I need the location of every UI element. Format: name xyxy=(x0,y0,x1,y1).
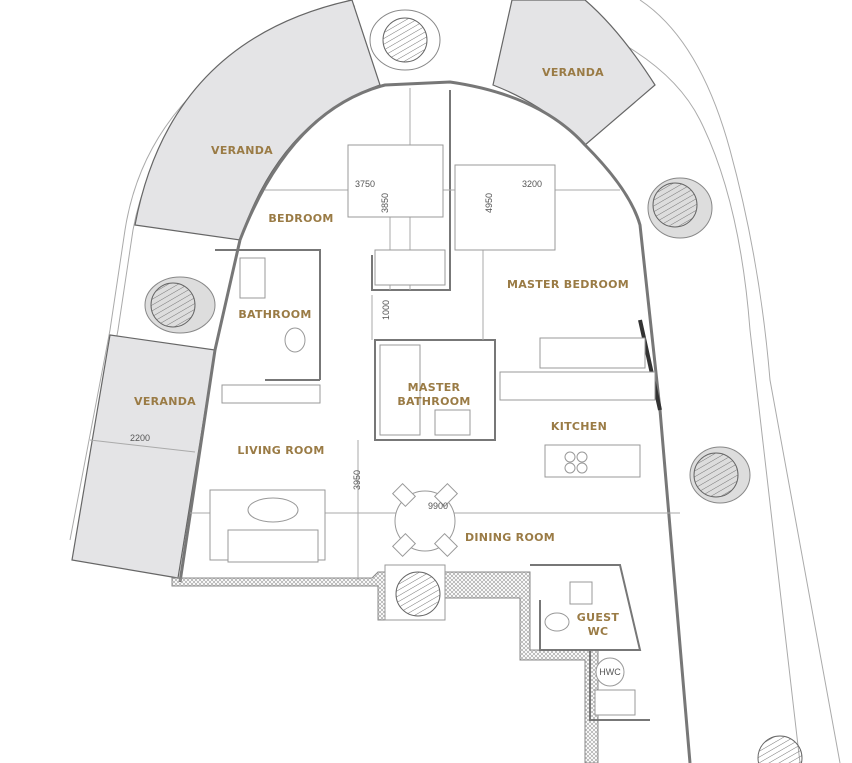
label-living-room: LIVING ROOM xyxy=(237,444,324,457)
dim-veranda-depth: 2200 xyxy=(130,433,150,443)
dim-living-depth: 3950 xyxy=(352,470,362,490)
furniture xyxy=(209,144,656,716)
dim-master-depth: 4950 xyxy=(484,193,494,213)
column-icon xyxy=(689,446,751,504)
column-icon xyxy=(757,735,803,763)
wc-toilet xyxy=(544,612,570,632)
toilet xyxy=(284,327,306,353)
bathtub xyxy=(379,344,421,436)
veranda-left xyxy=(71,334,216,579)
label-hwc: HWC xyxy=(599,667,621,677)
kitchen-top-counter xyxy=(539,337,646,369)
veranda-top-right xyxy=(492,0,656,146)
bath-vanity xyxy=(239,257,266,299)
column-icon xyxy=(369,9,441,71)
label-veranda-top-left: VERANDA xyxy=(211,144,273,157)
label-bedroom: BEDROOM xyxy=(268,212,333,225)
dim-bedroom-depth: 3850 xyxy=(380,193,390,213)
column-icon xyxy=(395,571,441,617)
outer-facade-right-inner xyxy=(639,0,841,763)
exterior-wall xyxy=(238,80,692,763)
label-kitchen: KITCHEN xyxy=(551,420,607,433)
column-icon xyxy=(647,177,713,239)
label-guest-wc-2: WC xyxy=(588,625,609,638)
label-guest-wc-1: GUEST xyxy=(577,611,620,624)
balcony-rail xyxy=(638,319,662,411)
kitchen-counter xyxy=(499,371,656,401)
kitchen-island xyxy=(544,444,641,478)
vanity xyxy=(434,409,471,436)
master-bed xyxy=(454,164,556,251)
label-bathroom: BATHROOM xyxy=(238,308,311,321)
label-master-bathroom-1: MASTER xyxy=(408,381,461,394)
tv-unit xyxy=(221,384,321,404)
dim-bedroom-width: 3750 xyxy=(355,179,375,189)
exterior-wall-left xyxy=(178,239,242,583)
label-veranda-top-right: VERANDA xyxy=(542,66,604,79)
hwc-tank xyxy=(595,657,625,687)
dim-total-width: 9900 xyxy=(428,501,448,511)
dim-hall-width: 1000 xyxy=(381,300,391,320)
sofa xyxy=(227,529,319,563)
label-master-bathroom-2: BATHROOM xyxy=(397,395,470,408)
label-master-bedroom: MASTER BEDROOM xyxy=(507,278,629,291)
wc-basin xyxy=(569,581,593,605)
coffee-table xyxy=(247,497,299,523)
column-icon xyxy=(144,276,216,334)
structural-columns xyxy=(144,9,803,763)
bed-wardrobe xyxy=(374,249,446,286)
veranda-top-left xyxy=(134,0,381,241)
label-veranda-left: VERANDA xyxy=(134,395,196,408)
dining-table xyxy=(394,490,456,552)
dim-master-width: 3200 xyxy=(522,179,542,189)
bed xyxy=(347,144,444,218)
label-dining-room: DINING ROOM xyxy=(465,531,555,544)
